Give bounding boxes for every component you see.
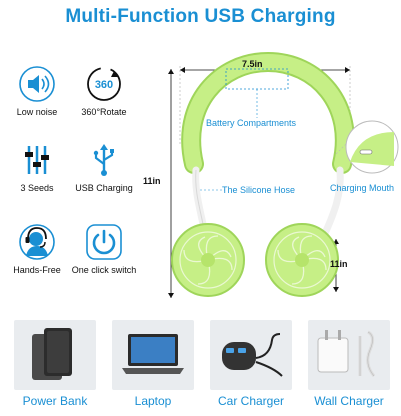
rotate-360-icon: 360 xyxy=(87,67,121,101)
accessory-power-bank: Power Bank xyxy=(14,320,96,408)
accessory-label: Wall Charger xyxy=(314,394,384,408)
speaker-icon xyxy=(19,66,55,102)
accessory-tile xyxy=(308,320,390,390)
fan-height-dimension: 11in xyxy=(330,259,348,269)
hose-annotation: The Silicone Hose xyxy=(222,185,296,195)
power-icon xyxy=(86,224,122,260)
fan-head-left xyxy=(171,223,245,297)
usb-icon xyxy=(93,144,114,176)
car-charger-icon xyxy=(222,333,283,377)
laptop-icon xyxy=(122,334,184,374)
accessory-wall-charger: Wall Charger xyxy=(308,320,390,408)
feature-usb: USB Charging xyxy=(68,140,140,193)
accessory-tile xyxy=(14,320,96,390)
sliders-icon xyxy=(25,146,49,174)
wall-charger-icon xyxy=(317,330,376,377)
feature-power: One click switch xyxy=(68,222,140,275)
power-bank-icon xyxy=(32,328,72,380)
feature-label: Low noise xyxy=(16,107,58,117)
charging-annotation: Charging Mouth xyxy=(330,183,395,193)
feature-label: 360°Rotate xyxy=(81,107,127,117)
accessories-row: Power Bank Laptop Car Charger xyxy=(0,318,401,416)
feature-label: Hands-Free xyxy=(13,265,61,275)
fan-head-right xyxy=(265,223,339,297)
feature-label: One click switch xyxy=(71,265,137,275)
accessory-label: Laptop xyxy=(134,394,172,408)
rotate-icon-text: 360 xyxy=(95,79,113,91)
height-dimension: 11in xyxy=(143,176,161,186)
accessory-tile xyxy=(112,320,194,390)
battery-annotation: Battery Compartments xyxy=(206,118,297,128)
accessory-tile xyxy=(210,320,292,390)
accessory-label: Car Charger xyxy=(217,394,285,408)
width-dimension: 7.5in xyxy=(242,59,263,69)
feature-hands-free: Hands-Free xyxy=(1,222,73,275)
feature-speeds: 3 Seeds xyxy=(1,140,73,193)
accessory-car-charger: Car Charger xyxy=(210,320,292,408)
page-title: Multi-Function USB Charging xyxy=(65,6,336,27)
neck-fan-illustration xyxy=(168,51,399,298)
accessory-label: Power Bank xyxy=(22,394,88,408)
feature-low-noise: Low noise xyxy=(1,64,73,117)
feature-label: USB Charging xyxy=(75,183,133,193)
headset-icon xyxy=(19,224,55,260)
accessory-laptop: Laptop xyxy=(112,320,194,408)
feature-label: 3 Seeds xyxy=(20,183,54,193)
feature-rotate: 360 360°Rotate xyxy=(68,64,140,117)
